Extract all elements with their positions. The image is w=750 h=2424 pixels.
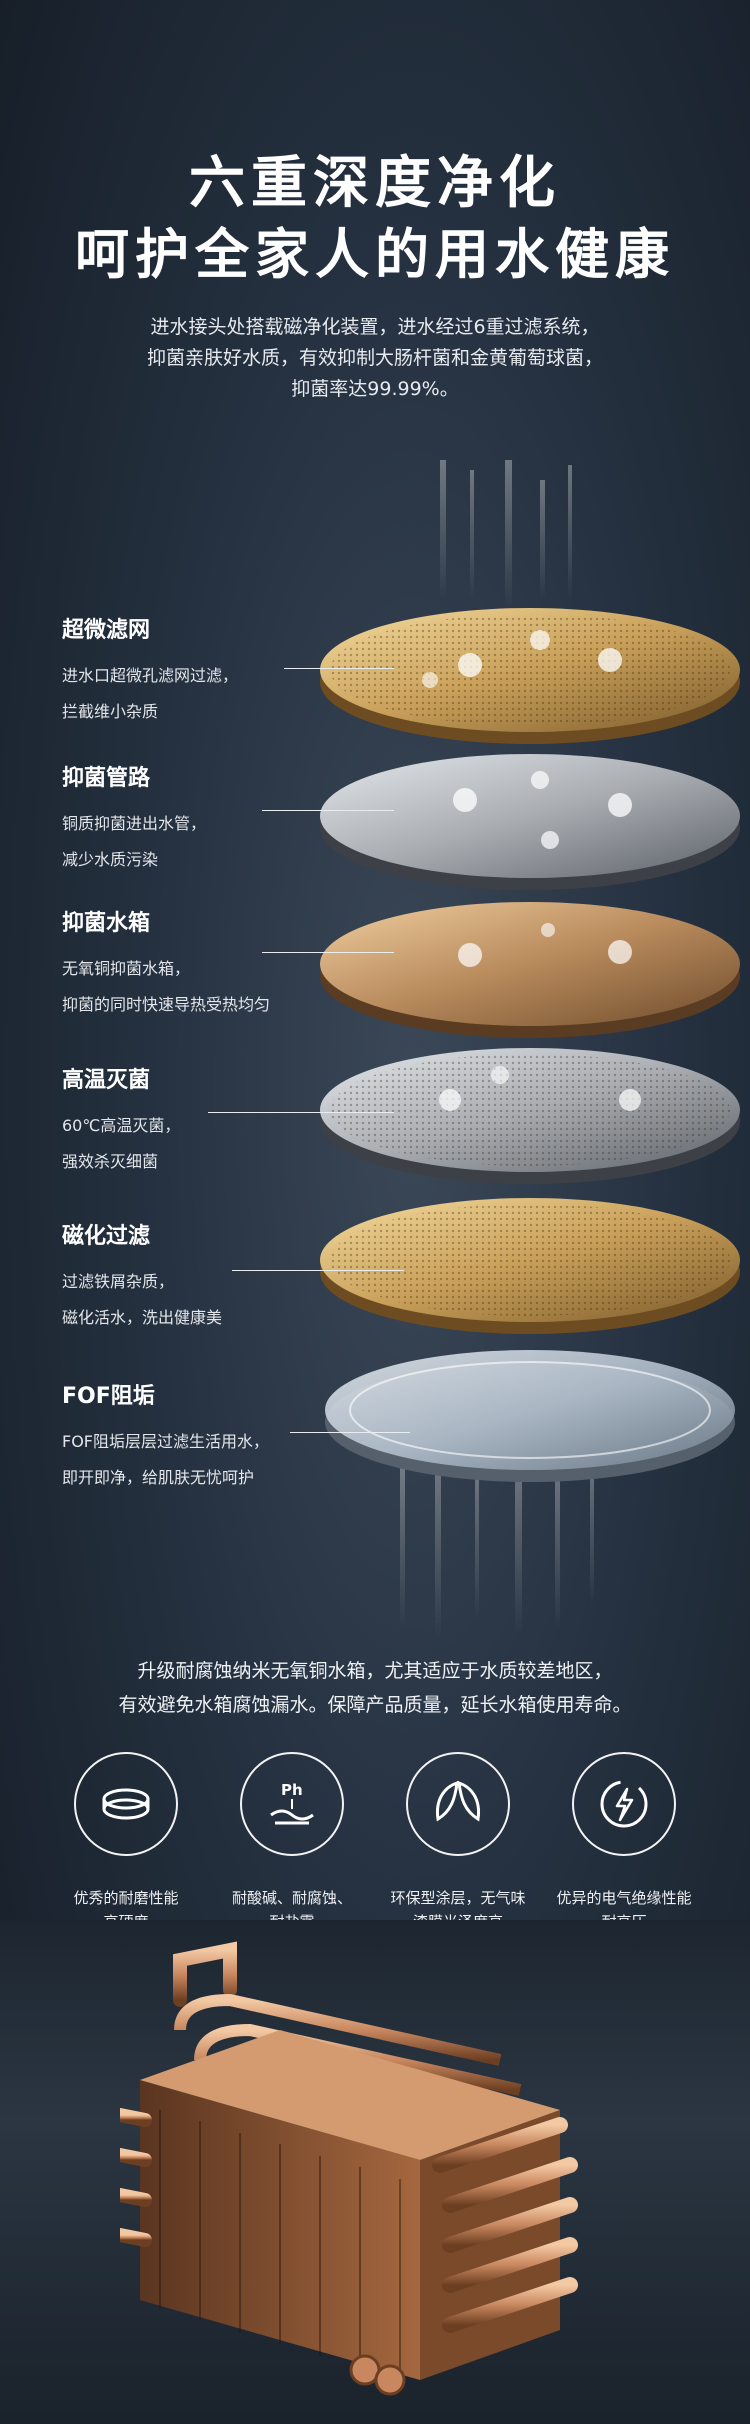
layer-desc: 无氧铜抑菌水箱， (62, 959, 191, 978)
layer-pipeline: 抑菌管路 铜质抑菌进出水管， 减少水质污染 (62, 760, 206, 878)
layer-micro-mesh: 超微滤网 进水口超微孔滤网过滤， 拦截维小杂质 (62, 612, 238, 730)
feature-acid-alkali: Ph 耐酸碱、耐腐蚀、 耐盐雾 (207, 1752, 377, 1934)
intro-line: 抑菌亲肤好水质，有效抑制大肠杆菌和金黄葡萄球菌， (146, 347, 603, 369)
layer-desc: 即开即净，给肌肤无忧呵护 (62, 1468, 255, 1487)
layer-desc: 过滤铁屑杂质， (62, 1272, 175, 1291)
intro-line: 抑菌率达99.99%。 (291, 378, 459, 400)
feature-eco-coating: 环保型涂层，无气味 漆膜光泽度高 (373, 1752, 543, 1934)
layer-title: 超微滤网 (62, 618, 151, 643)
copper-heat-exchanger-illustration (113, 1940, 620, 2414)
layer-high-temp: 高温灭菌 60℃高温灭菌， 强效杀灭细菌 (62, 1062, 180, 1180)
tank-desc-line: 有效避免水箱腐蚀漏水。保障产品质量，延长水箱使用寿命。 (118, 1694, 632, 1716)
layer-title: 磁化过滤 (62, 1224, 151, 1249)
eco-leaf-icon (435, 1780, 481, 1822)
tank-description: 升级耐腐蚀纳米无氧铜水箱，尤其适应于水质较差地区， 有效避免水箱腐蚀漏水。保障产… (0, 1654, 750, 1722)
filter-disc-tank (320, 902, 740, 1038)
water-stream-graphic (400, 460, 594, 1640)
connector-line (208, 1112, 394, 1113)
tank-desc-line: 升级耐腐蚀纳米无氧铜水箱，尤其适应于水质较差地区， (137, 1660, 613, 1682)
connector-line (232, 1270, 404, 1271)
filter-disc-high-temp (320, 1048, 740, 1184)
intro-text: 进水接头处搭载磁净化装置，进水经过6重过滤系统， 抑菌亲肤好水质，有效抑制大肠杆… (0, 312, 750, 405)
filter-disc-anti-scale (325, 1350, 735, 1482)
connector-line (262, 952, 394, 953)
feature-circle (74, 1752, 178, 1856)
layer-desc: FOF阻垢层层过滤生活用水， (62, 1432, 270, 1451)
connector-line (290, 1432, 410, 1433)
layer-anti-scale: FOF阻垢 FOF阻垢层层过滤生活用水， 即开即净，给肌肤无忧呵护 (62, 1378, 269, 1496)
layer-title: 高温灭菌 (62, 1068, 151, 1093)
main-title: 六重深度净化 (189, 151, 561, 216)
feature-circle: Ph (240, 1752, 344, 1856)
layer-title: FOF阻垢 (62, 1384, 155, 1409)
wear-resistant-icon (102, 1788, 150, 1820)
main-subtitle: 呵护全家人的用水健康 (75, 223, 675, 286)
layer-desc: 60℃高温灭菌， (62, 1116, 181, 1135)
filter-disc-magnetic (320, 1198, 740, 1334)
layer-title: 抑菌水箱 (62, 911, 151, 936)
feature-label: 环保型涂层，无气味 (390, 1889, 526, 1907)
filter-disc-pipeline (320, 754, 740, 890)
feature-circle (572, 1752, 676, 1856)
feature-label: 优秀的耐磨性能 (73, 1889, 179, 1907)
feature-label: 耐酸碱、耐腐蚀、 (231, 1889, 352, 1907)
layer-desc: 抑菌的同时快速导热受热均匀 (62, 995, 271, 1014)
layer-title: 抑菌管路 (62, 766, 151, 791)
svg-text:Ph: Ph (281, 1781, 303, 1799)
layer-desc: 磁化活水，洗出健康美 (62, 1308, 223, 1327)
connector-line (284, 668, 394, 669)
layer-desc: 铜质抑菌进出水管， (62, 814, 207, 833)
layer-magnetic: 磁化过滤 过滤铁屑杂质， 磁化活水，洗出健康美 (62, 1218, 222, 1336)
filter-disc-micro-mesh (320, 608, 740, 744)
feature-insulation: 优异的电气绝缘性能 耐高压 (539, 1752, 709, 1934)
intro-line: 进水接头处搭载磁净化装置，进水经过6重过滤系统， (150, 316, 600, 338)
connector-line (262, 810, 394, 811)
filter-stack-illustration (300, 460, 750, 1660)
layer-desc: 拦截维小杂质 (62, 702, 159, 721)
feature-label: 优异的电气绝缘性能 (556, 1889, 692, 1907)
feature-wear-resistant: 优秀的耐磨性能 高硬度 (41, 1752, 211, 1934)
electric-insulation-icon (600, 1780, 648, 1828)
layer-desc: 进水口超微孔滤网过滤， (62, 666, 239, 685)
feature-circle (406, 1752, 510, 1856)
layer-desc: 减少水质污染 (62, 850, 159, 869)
layer-desc: 强效杀灭细菌 (62, 1152, 159, 1171)
ph-acid-alkali-icon: Ph (270, 1781, 314, 1825)
layer-tank: 抑菌水箱 无氧铜抑菌水箱， 抑菌的同时快速导热受热均匀 (62, 905, 270, 1023)
